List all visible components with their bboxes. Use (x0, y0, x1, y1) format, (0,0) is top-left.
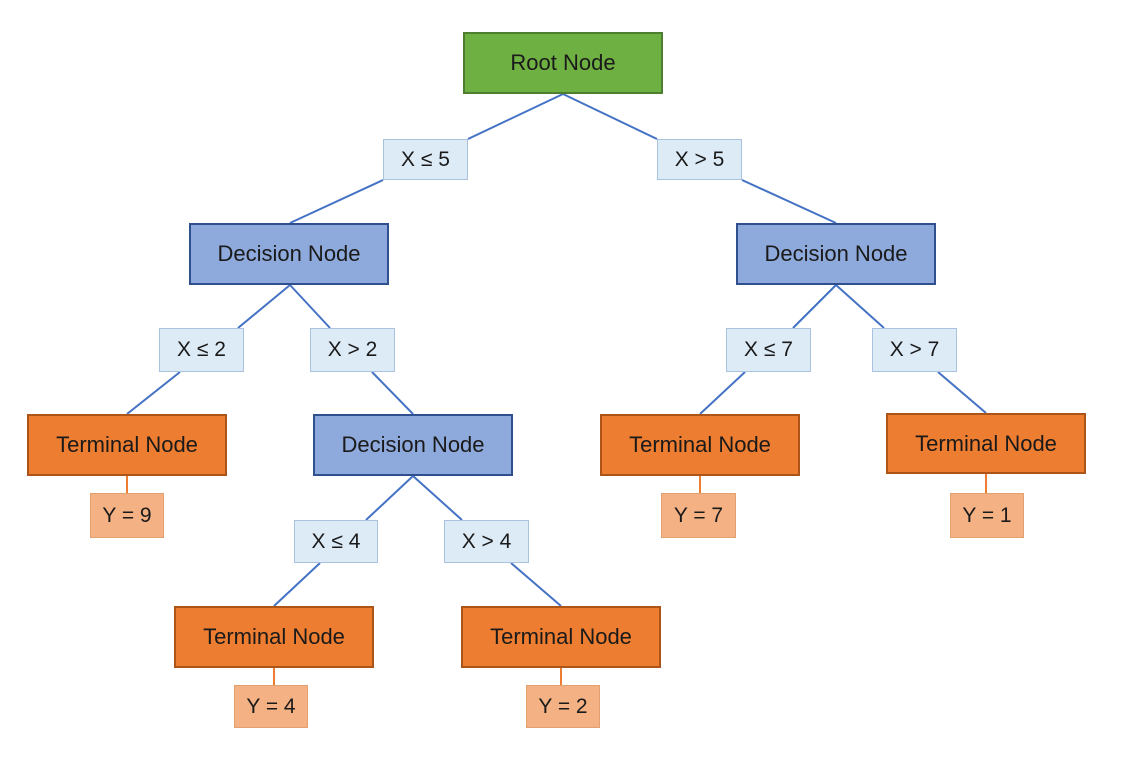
connector-line (289, 284, 331, 329)
connector-line (937, 371, 987, 414)
decision-node-x2: Decision Node (313, 414, 513, 476)
terminal-node-y4: Terminal Node (174, 606, 374, 668)
value-y-9: Y = 9 (90, 493, 164, 538)
connector-line (741, 179, 837, 224)
condition-x-gt-4: X > 4 (444, 520, 529, 563)
connector-line (365, 475, 414, 521)
condition-x-le-5: X ≤ 5 (383, 139, 468, 180)
connector-line (467, 93, 564, 140)
condition-x-le-7: X ≤ 7 (726, 328, 811, 372)
connector-line (562, 93, 658, 140)
connector-line (699, 371, 746, 415)
connector-line (273, 562, 321, 607)
terminal-node-y2: Terminal Node (461, 606, 661, 668)
value-y-2: Y = 2 (526, 685, 600, 728)
condition-x-gt-2: X > 2 (310, 328, 395, 372)
terminal-node-y7: Terminal Node (600, 414, 800, 476)
connector-line (371, 371, 414, 415)
value-y-1: Y = 1 (950, 493, 1024, 538)
terminal-node-y1: Terminal Node (886, 413, 1086, 474)
connector-line (412, 475, 463, 521)
decision-node-right: Decision Node (736, 223, 936, 285)
value-y-7: Y = 7 (661, 493, 736, 538)
condition-x-le-4: X ≤ 4 (294, 520, 378, 563)
condition-x-gt-7: X > 7 (872, 328, 957, 372)
value-y-4: Y = 4 (234, 685, 308, 728)
connector-line (289, 179, 384, 224)
condition-x-gt-5: X > 5 (657, 139, 742, 180)
terminal-node-y9: Terminal Node (27, 414, 227, 476)
connector-line (126, 371, 181, 415)
connector-line (237, 284, 291, 329)
decision-node-left: Decision Node (189, 223, 389, 285)
connector-line (510, 562, 562, 607)
root-node: Root Node (463, 32, 663, 94)
condition-x-le-2: X ≤ 2 (159, 328, 244, 372)
connector-line (835, 284, 885, 329)
connector-line (792, 284, 837, 329)
